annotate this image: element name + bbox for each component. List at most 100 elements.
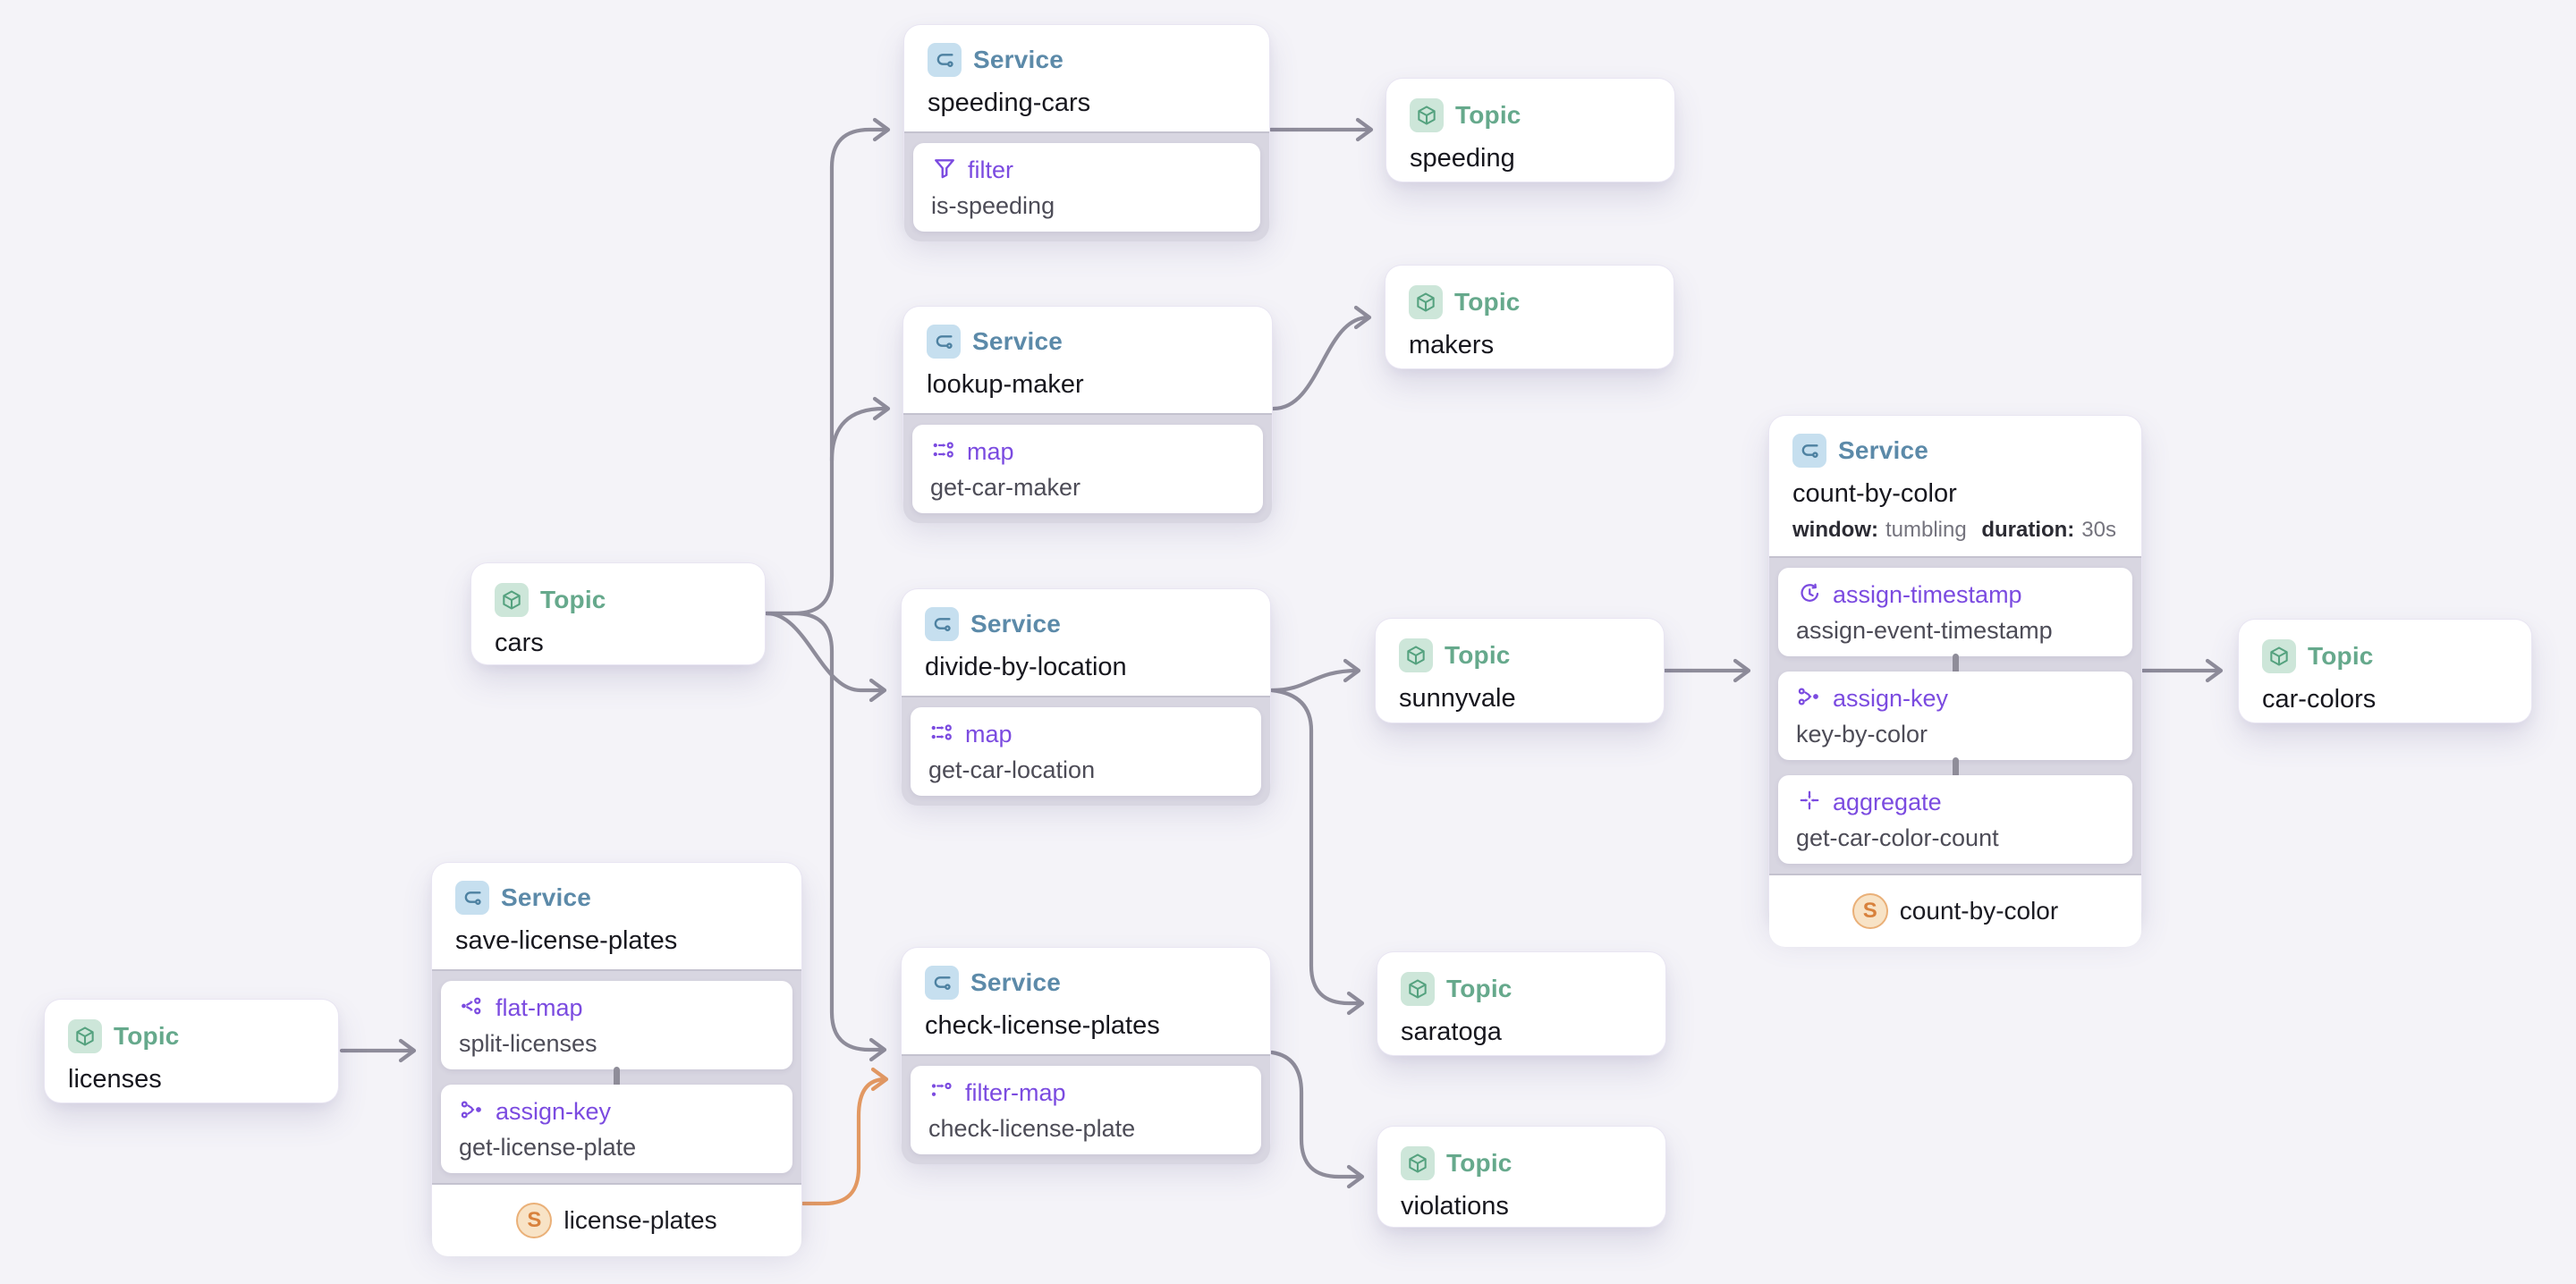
service-name: speeding-cars [928,89,1091,117]
topic-node-sunnyvale[interactable]: Topic sunnyvale [1376,619,1664,722]
operation-type: aggregate [1833,789,1942,815]
service-name: save-license-plates [455,926,678,955]
operation-card[interactable]: filter is-speeding [913,143,1260,232]
operation-name: get-car-location [928,756,1096,783]
topic-node-saratoga[interactable]: Topic saratoga [1377,952,1665,1055]
edge-cars-to-speeding-cars [764,117,891,616]
topic-name: makers [1409,331,1495,359]
operation-type: filter [968,156,1014,183]
operation-type: map [967,438,1014,465]
edge-divide-by-location-to-sunnyvale [1269,658,1361,693]
node-type-label: Topic [1455,101,1521,129]
operations-panel: filter is-speeding [904,131,1269,241]
window-value: tumbling [1885,518,1967,542]
topic-node-makers[interactable]: Topic makers [1385,266,1674,368]
operation-type: assign-key [1833,685,1949,712]
node-type-label: Topic [1454,288,1521,316]
topic-node-cars[interactable]: Topic cars [471,563,765,664]
operation-card[interactable]: assign-key key-by-color [1778,672,2132,760]
node-type-label: Service [972,327,1063,355]
topic-node-licenses[interactable]: Topic licenses [45,1000,338,1102]
operation-card[interactable]: flat-map split-licenses [441,981,792,1069]
op-connector-dash [614,1067,620,1087]
assign-timestamp-icon [1796,579,1823,611]
assign-key-icon [1796,683,1823,714]
window-key: window: [1792,518,1878,542]
window-meta-row: window:tumbling duration:30s [1792,518,2118,543]
op-connector-dash [1952,654,1959,674]
service-node-count-by-color[interactable]: Service count-by-color window: tumbling d… [1769,416,2141,947]
service-name: check-license-plates [925,1011,1160,1040]
topic-cube-icon [1399,638,1433,672]
operations-panel: assign-timestamp assign-event-timestamp … [1769,556,2141,875]
operation-card[interactable]: map get-car-location [911,707,1261,796]
topic-node-speeding[interactable]: Topic speeding [1386,79,1674,182]
service-route-icon [1792,434,1826,468]
service-route-icon [928,43,962,77]
service-route-icon [925,966,959,1000]
topic-name: sunnyvale [1399,684,1516,713]
operation-type: flat-map [496,994,583,1021]
topic-cube-icon [1409,285,1443,319]
service-route-icon [455,881,489,915]
node-type-label: Service [970,610,1062,638]
operation-type: assign-timestamp [1833,581,2022,608]
operation-card[interactable]: aggregate get-car-color-count [1778,775,2132,864]
edge-check-license-plates-to-violations [1269,1050,1365,1189]
service-node-check-license-plates[interactable]: Service check-license-plates filter-map … [902,948,1270,1164]
service-node-speeding-cars[interactable]: Service speeding-cars filter is-speeding [904,25,1269,241]
service-name: divide-by-location [925,653,1127,681]
operation-type: map [965,721,1013,748]
topic-cube-icon [1401,972,1435,1006]
topic-name: violations [1401,1192,1509,1221]
topic-name: cars [495,629,544,657]
state-store-name: count-by-color [1899,897,2059,925]
node-type-label: Topic [2308,642,2374,670]
operation-card[interactable]: assign-timestamp assign-event-timestamp [1778,568,2132,656]
operation-name: assign-event-timestamp [1796,617,2053,644]
duration-key: duration: [1981,518,2075,542]
operation-name: get-car-color-count [1796,824,1999,851]
node-type-label: Topic [540,586,606,613]
node-type-label: Topic [1446,975,1513,1002]
topic-node-car-colors[interactable]: Topic car-colors [2239,620,2531,722]
topic-cube-icon [2262,639,2296,673]
node-type-label: Topic [114,1022,180,1050]
node-type-label: Topic [1446,1149,1513,1177]
service-route-icon [927,325,961,359]
operations-panel: map get-car-maker [903,413,1272,523]
service-route-icon [925,607,959,641]
service-node-lookup-maker[interactable]: Service lookup-maker map get-car-maker [903,307,1272,523]
operation-card[interactable]: assign-key get-license-plate [441,1085,792,1173]
state-store-row[interactable]: S count-by-color [1769,875,2141,947]
topic-cube-icon [68,1019,102,1053]
map-icon [928,719,955,750]
node-type-label: Topic [1445,641,1511,669]
topic-cube-icon [495,583,529,617]
aggregate-icon [1796,787,1823,818]
edge-cars-to-lookup-maker [829,396,891,463]
node-type-label: Service [970,968,1062,996]
state-store-row[interactable]: S license-plates [432,1185,801,1256]
service-name: lookup-maker [927,370,1084,399]
topic-cube-icon [1401,1146,1435,1180]
assign-key-icon [459,1096,486,1128]
state-store-badge: S [1852,893,1888,929]
node-type-label: Service [501,883,592,911]
service-node-divide-by-location[interactable]: Service divide-by-location map get-car-l… [902,589,1270,806]
operation-card[interactable]: filter-map check-license-plate [911,1066,1261,1154]
operations-panel: filter-map check-license-plate [902,1054,1270,1164]
topic-name: saratoga [1401,1018,1502,1046]
service-name: count-by-color [1792,479,1957,508]
edge-lookup-maker-to-makers [1271,305,1372,411]
operation-name: split-licenses [459,1030,597,1057]
node-type-label: Service [1838,436,1929,464]
operation-card[interactable]: map get-car-maker [912,425,1263,513]
topic-node-violations[interactable]: Topic violations [1377,1127,1665,1227]
service-node-save-license-plates[interactable]: Service save-license-plates flat-map spl… [432,863,801,1256]
map-icon [930,436,957,468]
topic-name: car-colors [2262,685,2377,714]
node-type-label: Service [973,46,1064,73]
